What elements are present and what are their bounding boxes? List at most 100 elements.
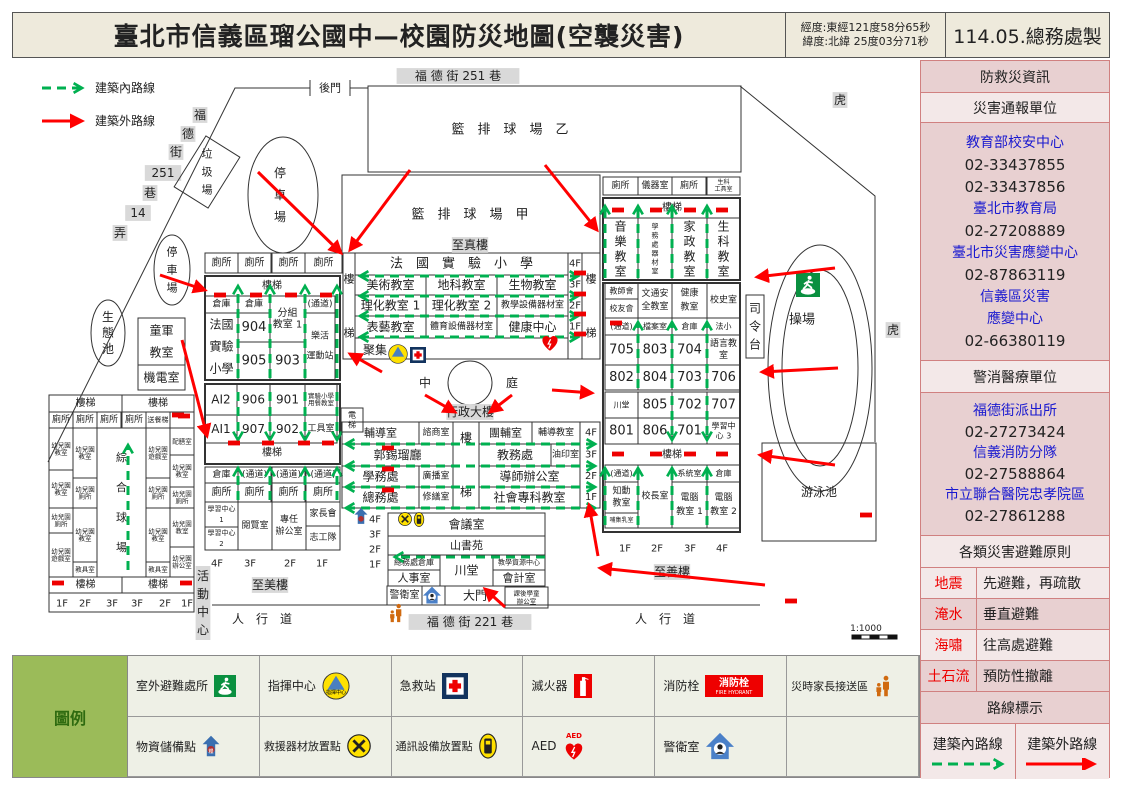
rule-row: 海嘯往高處避難 [921, 630, 1109, 661]
outdoor-route-arrow [256, 170, 344, 256]
map-label: 樓梯 [76, 578, 96, 591]
map-label: 人事室 [398, 571, 431, 585]
room-cell [304, 252, 343, 274]
map-label: 幼兒園遊戲室 [148, 444, 168, 460]
room-cell [304, 312, 336, 381]
map-label: 4F [369, 515, 381, 526]
fire-hydrant-icon [650, 207, 662, 213]
street-label: 德 [182, 126, 194, 141]
sidewalk-label: 人 行 道 [635, 612, 695, 626]
fire-hydrant-icon [262, 440, 274, 446]
fire-hydrant-icon [322, 440, 334, 446]
map-label: 903 [275, 354, 300, 369]
scale-bar [878, 634, 889, 640]
map-label: 教學設備器材室 [501, 299, 564, 311]
map-label: 中 [419, 375, 431, 390]
rule-text: 往高處避難 [983, 638, 1053, 654]
map-label: 教具室 [75, 565, 95, 574]
label-background [408, 614, 532, 630]
map-label: 廁所 [279, 256, 299, 269]
legend-item: 災時家長接送區 [787, 656, 919, 717]
street-label: 251 [152, 166, 175, 180]
map-label: 706 [711, 370, 736, 385]
map-label: 幼兒園教室 [172, 462, 192, 478]
map-label: 文通安全教室 [641, 287, 668, 312]
phone-number: 02-66380119 [964, 331, 1066, 350]
outdoor-route-arrow [482, 586, 507, 609]
map-label: 綜合球場 [116, 450, 127, 554]
map-label: 樓梯 [262, 446, 282, 459]
map-label: 志工隊 [309, 531, 336, 543]
map-label: 配膳室 [172, 437, 192, 446]
map-label: 機電室 [143, 370, 179, 385]
room-cell [671, 176, 707, 196]
fire-hydrant-icon [860, 512, 872, 518]
room-cell [671, 481, 708, 529]
disaster-type: 海嘯 [921, 630, 977, 660]
label-background [396, 68, 520, 84]
fire-hydrant-icon [574, 331, 586, 337]
legend-label: 消防栓 [663, 679, 700, 694]
map-label: 總務處倉庫 [394, 557, 434, 567]
map-label: 導師辦公室 [499, 469, 559, 484]
rule-text: 預防性撤離 [983, 669, 1053, 685]
map-label: 803 [643, 343, 668, 358]
map-label: 廁所 [212, 485, 232, 498]
map-label: 團輔室 [489, 426, 522, 440]
room-cell [504, 586, 549, 609]
legend-item: 通訊設備放置點 [391, 716, 524, 777]
guard-room-icon [423, 586, 441, 604]
rescue-tools-icon [398, 512, 412, 526]
communication-device-icon [413, 512, 425, 527]
phone-number: 02-33437856 [964, 177, 1066, 196]
map-label: 904 [242, 320, 267, 335]
map-label: 幼兒園教室 [75, 526, 95, 542]
map-label: 1F [585, 492, 597, 503]
command-center-icon: 指揮中心 [322, 672, 350, 700]
outdoor-route-arrow [487, 393, 513, 414]
map-label: 會計室 [503, 571, 536, 585]
map-label: 905 [242, 354, 267, 369]
fire-hydrant-icon [610, 320, 622, 326]
map-label: 1F [181, 599, 193, 610]
map-label: 美術教室 [366, 277, 414, 292]
fire-hydrant-icon [180, 580, 192, 586]
medical-units: 福德街派出所 02-27273424 信義消防分隊 02-27588864 市立… [921, 393, 1109, 536]
map-label: (通道) [242, 468, 267, 480]
map-label: 語言教室 [710, 337, 737, 361]
map-label: 901 [276, 393, 299, 407]
guard-room-icon [706, 733, 735, 760]
label-background [125, 205, 151, 221]
street-label: 虎 [834, 93, 846, 107]
legend-label: 物資儲備點 [136, 739, 197, 754]
coordinates: 經度:東經121度58分65秒 緯度:北緯 25度03分71秒 [786, 13, 946, 57]
map-label: 籃 排 球 場 甲 [411, 208, 528, 223]
fire-hydrant-icon [285, 292, 297, 298]
fire-hydrant-icon [716, 451, 728, 457]
map-label: 司令台 [749, 302, 761, 352]
map-label: 樂活運動站 [306, 330, 333, 362]
map-label: 輔導室 [364, 426, 397, 440]
map-label: 3F [569, 280, 581, 291]
map-label: 倉庫 [245, 298, 263, 310]
aed-icon: AED [564, 732, 583, 761]
map-label: 幼兒園廁所 [51, 512, 71, 528]
svg-text:FIRE HYDRANT: FIRE HYDRANT [716, 690, 754, 696]
fire-hydrant-icon [684, 451, 696, 457]
report-units-title: 災害通報單位 [921, 93, 1109, 123]
map-label: 2F [159, 599, 171, 610]
map-label: 2F [569, 301, 581, 312]
outdoor-route-arrow [347, 352, 383, 374]
map-label: 油印室 [552, 448, 579, 460]
map-label: (通道) [610, 468, 632, 478]
map-label: 幼兒園遊戲室 [51, 546, 71, 562]
map-label: 705 [609, 343, 634, 358]
longitude: 經度:東經121度58分65秒 [800, 21, 931, 34]
map-label: 樓梯 [662, 448, 682, 461]
map-label: 幼兒園廁所 [148, 484, 168, 500]
svg-text:指揮中心: 指揮中心 [326, 689, 346, 696]
scale-bar [887, 634, 898, 640]
court-b [367, 85, 742, 173]
